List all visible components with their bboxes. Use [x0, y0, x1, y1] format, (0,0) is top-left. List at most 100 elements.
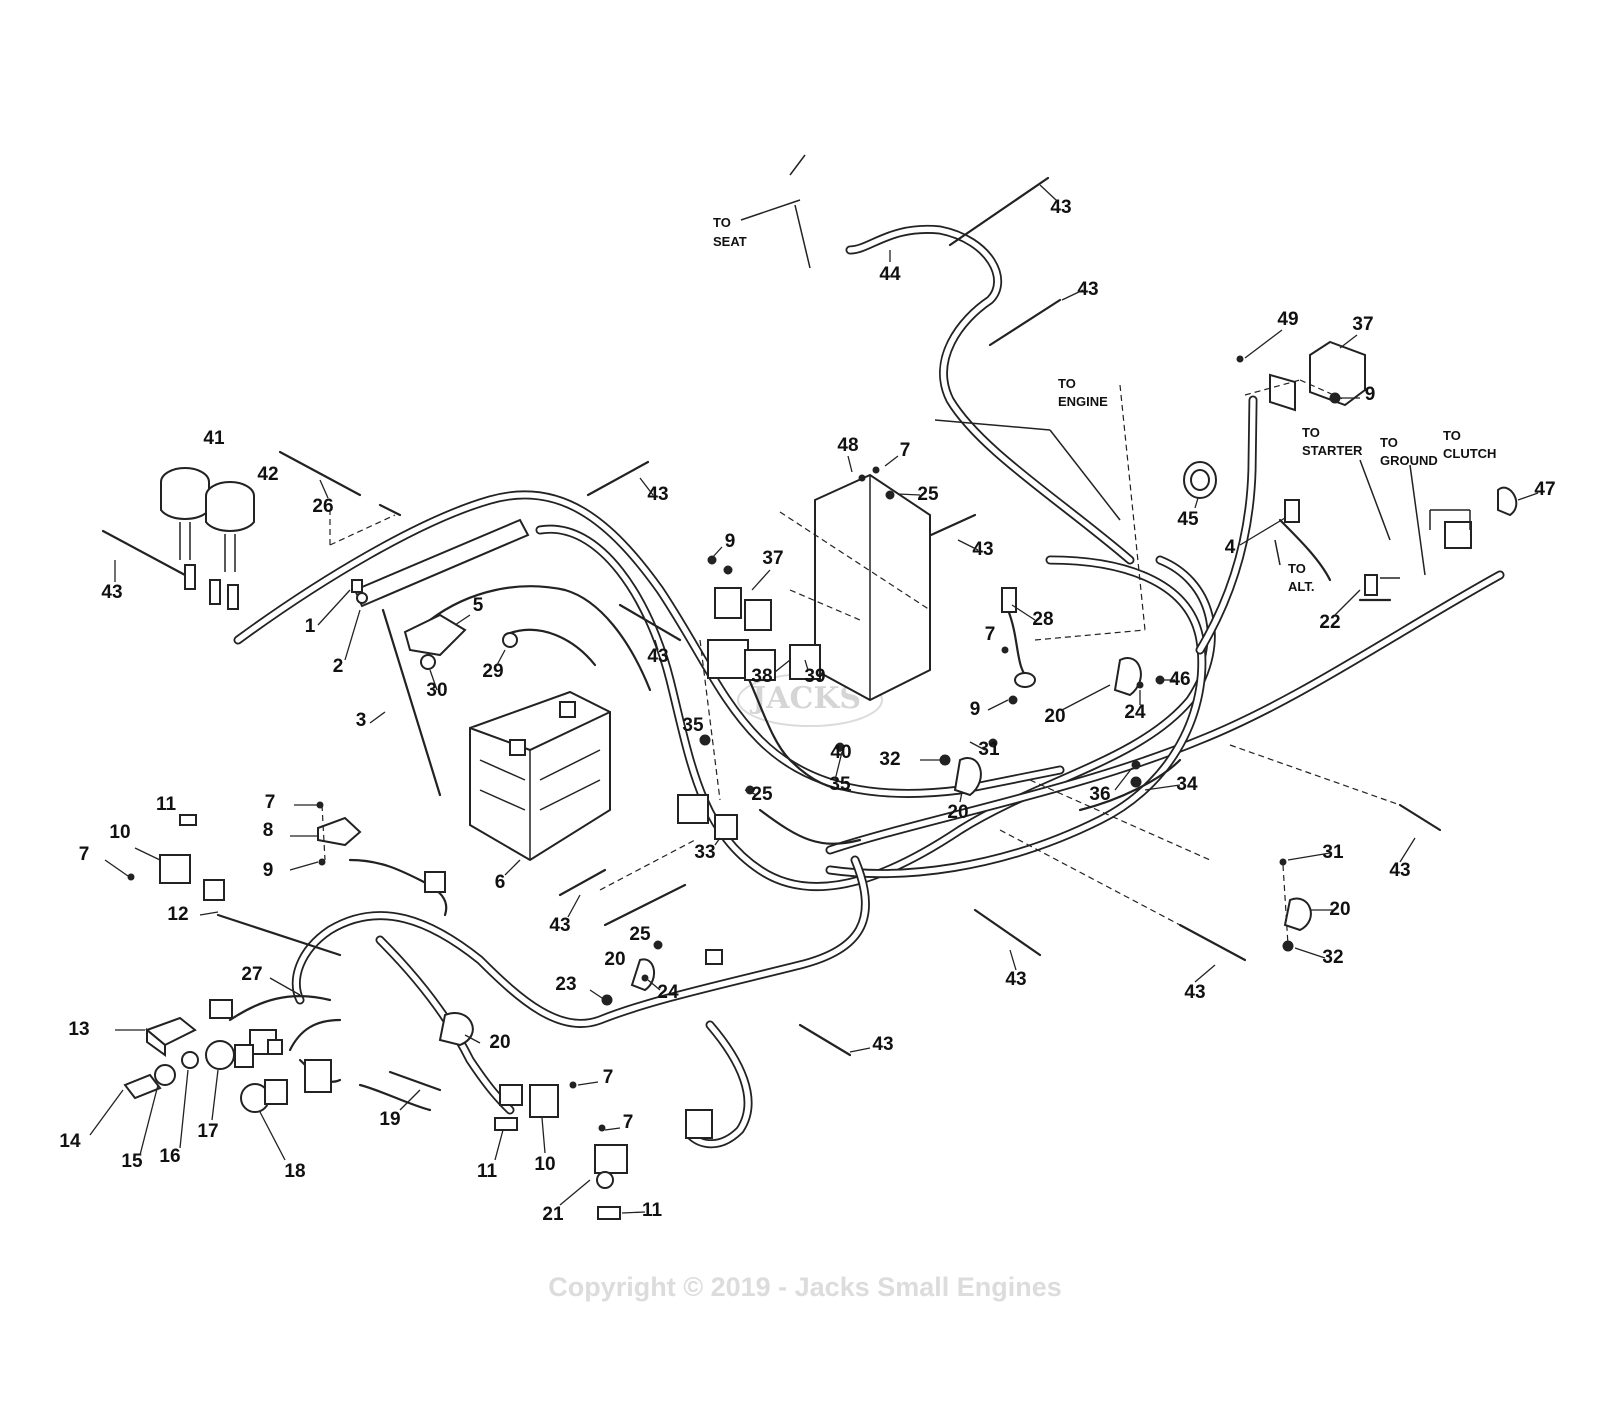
callout-number: 47	[1534, 479, 1555, 500]
callout-number: 7	[603, 1067, 614, 1088]
callout-leader-line	[269, 977, 301, 996]
callout-number: 24	[657, 982, 679, 1003]
callout-number: 9	[725, 531, 736, 552]
callout-number: 43	[1077, 279, 1098, 300]
callout-leader-line	[211, 1069, 219, 1121]
callout-number: 25	[917, 484, 939, 505]
callout-leader-line	[344, 609, 361, 661]
callout-number: 11	[642, 1200, 663, 1221]
callout-leader-line	[744, 789, 758, 796]
callout-leader-line	[89, 1089, 124, 1136]
callout-number: 5	[473, 595, 484, 616]
note-to-clutch-line2: CLUTCH	[1443, 446, 1496, 461]
key-switch-45	[1183, 461, 1217, 499]
callout-leader-line	[714, 837, 721, 846]
callout-leader-line	[1194, 964, 1216, 983]
note-to-engine-line1: TO	[1058, 376, 1076, 391]
callout-leader-line	[987, 699, 1009, 711]
callout-leader-line	[804, 659, 809, 671]
callout-number: 33	[694, 842, 715, 863]
gauge-41	[160, 467, 210, 560]
note-to-seat-line1: TO	[713, 215, 731, 230]
callout-leader-line	[504, 859, 521, 876]
callout-number: 2	[333, 656, 344, 677]
callout-number: 25	[751, 784, 773, 805]
note-to-clutch-line1: TO	[1443, 428, 1461, 443]
callout-number: 43	[872, 1034, 893, 1055]
callout-number: 7	[623, 1112, 634, 1133]
callout-number: 19	[379, 1109, 400, 1130]
callout-number: 23	[555, 974, 576, 995]
callout-leader-line	[139, 1084, 159, 1156]
callout-number: 38	[751, 666, 772, 687]
callout-number: 3	[356, 710, 367, 731]
battery-6	[469, 690, 611, 862]
callout-leader-line	[399, 1089, 421, 1111]
callout-number: 10	[534, 1154, 555, 1175]
callout-number: 26	[312, 496, 333, 517]
main-harness	[233, 224, 1505, 1149]
callout-leader-line	[639, 477, 654, 496]
callout-leader-line	[699, 737, 706, 743]
callout-leader-line	[884, 455, 899, 467]
callout-leader-line	[1244, 329, 1283, 359]
callout-leader-line	[589, 989, 606, 1001]
callout-number: 34	[1176, 774, 1198, 795]
callout-leader-line	[1114, 767, 1133, 791]
note-to-ground-line2: GROUND	[1380, 453, 1438, 468]
callout-leader-line	[104, 859, 129, 877]
callout-number: 7	[79, 844, 90, 865]
callout-number: 4	[1225, 537, 1236, 558]
callout-number: 35	[682, 715, 704, 736]
callout-leader-line	[969, 741, 986, 751]
callout-number: 49	[1277, 309, 1298, 330]
callout-leader-line	[1039, 184, 1057, 201]
callout-number: 44	[879, 264, 901, 285]
callout-leader-line	[134, 847, 161, 861]
callout-number: 28	[1032, 609, 1053, 630]
callout-leader-line	[1144, 784, 1181, 791]
callout-leader-line	[1399, 837, 1416, 863]
callout-leader-line	[567, 894, 581, 918]
callout-number: 20	[947, 802, 968, 823]
callout-leader-line	[541, 1117, 546, 1154]
callout-leader-line	[849, 1047, 871, 1053]
callout-leaders	[89, 184, 1539, 1214]
callout-leader-line	[369, 711, 386, 724]
callout-number: 43	[1050, 197, 1071, 218]
callout-number: 41	[203, 428, 225, 449]
callout-number: 43	[647, 484, 668, 505]
callout-number: 39	[804, 666, 825, 687]
callout-number: 29	[482, 661, 503, 682]
callout-number: 20	[604, 949, 625, 970]
callout-leader-line	[317, 589, 351, 626]
callout-leader-line	[494, 1129, 504, 1161]
callout-number: 37	[762, 548, 783, 569]
callout-number: 32	[1322, 947, 1343, 968]
callout-number: 36	[1089, 784, 1110, 805]
copyright-watermark: Copyright © 2019 - Jacks Small Engines	[548, 1272, 1062, 1302]
callout-leader-line	[1294, 947, 1326, 959]
callout-number: 16	[159, 1146, 180, 1167]
callout-leader-line	[577, 1081, 599, 1086]
callout-number: 43	[647, 646, 668, 667]
callout-number: 32	[879, 749, 900, 770]
callout-number: 12	[167, 904, 188, 925]
note-to-ground-line1: TO	[1380, 435, 1398, 450]
callout-number: 35	[829, 774, 851, 795]
callout-number: 11	[477, 1161, 498, 1182]
callout-number: 17	[197, 1121, 218, 1142]
callout-leader-line	[1334, 589, 1361, 616]
callout-number: 43	[101, 582, 122, 603]
parts	[123, 340, 1518, 1220]
callout-number: 7	[900, 440, 911, 461]
callout-leader-line	[1011, 604, 1036, 621]
callout-leader-line	[1239, 517, 1286, 546]
callout-number: 31	[1322, 842, 1344, 863]
callout-leader-line	[199, 911, 219, 916]
callout-number: 24	[1124, 702, 1146, 723]
callout-leader-line	[464, 1034, 481, 1044]
callout-leader-line	[559, 1179, 591, 1206]
thin-wires	[101, 176, 1442, 1112]
